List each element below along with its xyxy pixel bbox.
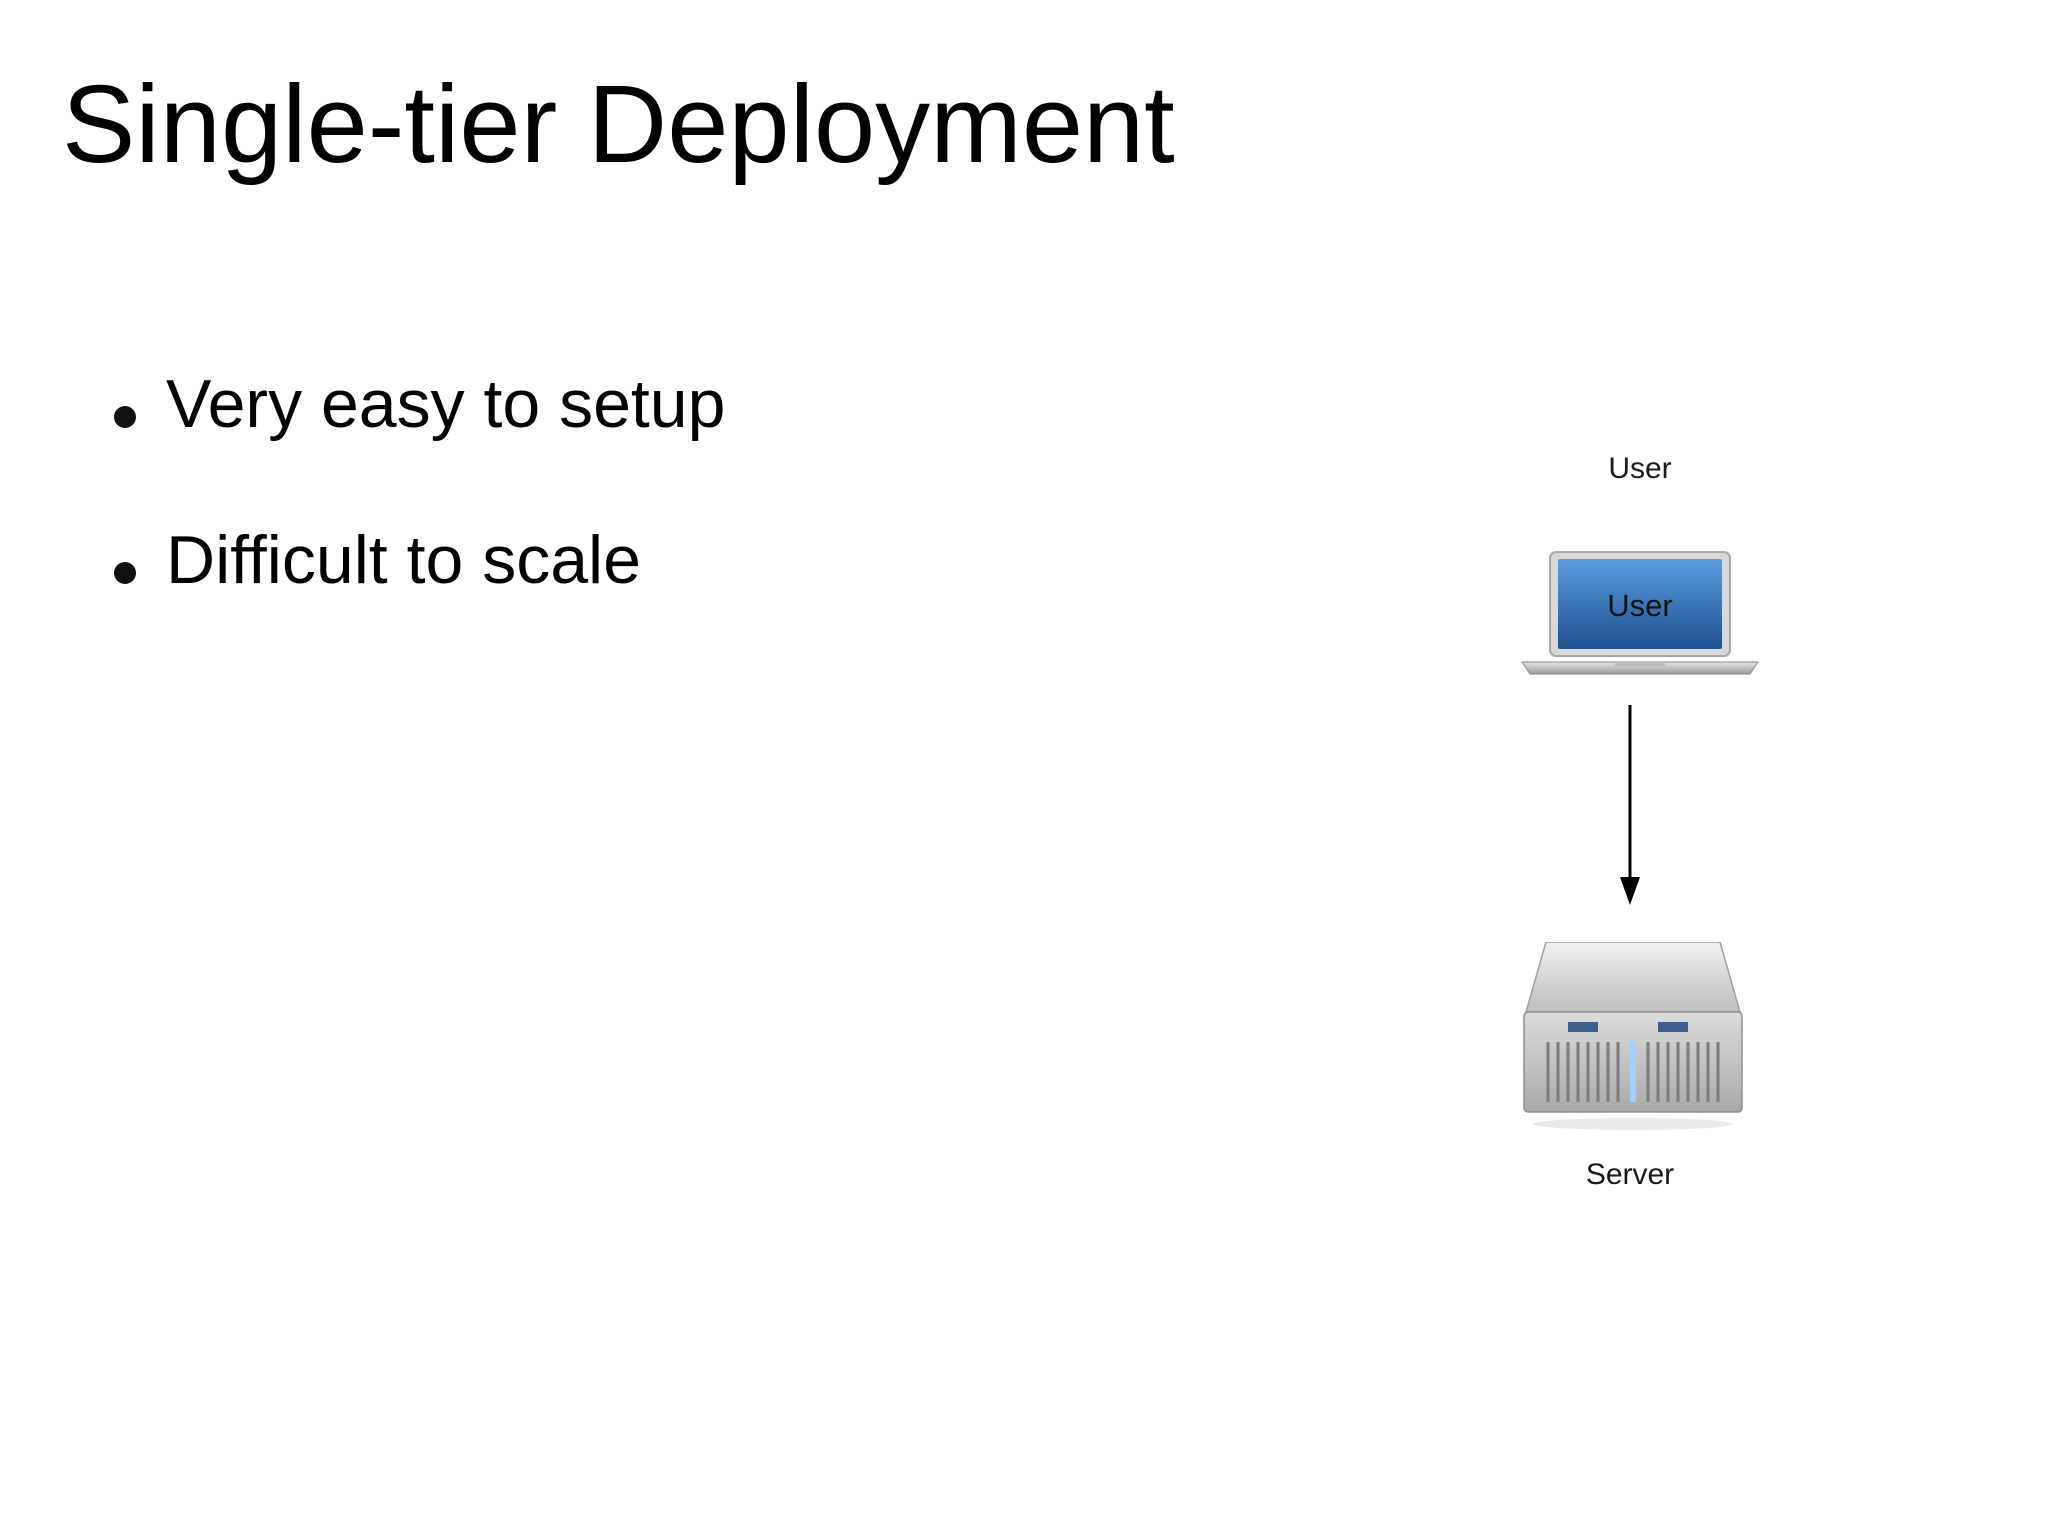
bullet-item: Difficult to scale xyxy=(110,526,725,606)
bullet-list: Very easy to setup Difficult to scale xyxy=(110,370,725,606)
server-graphic xyxy=(1523,941,1743,1130)
server-label: Server xyxy=(1585,1158,1675,1191)
user-label: User xyxy=(1608,452,1672,485)
laptop-screen-label: User xyxy=(1607,588,1673,623)
bullet-dot-icon xyxy=(114,562,136,584)
server-icon xyxy=(1518,941,1748,1132)
arrow-down-icon xyxy=(1610,705,1650,905)
deployment-diagram: User User xyxy=(1480,430,1780,1210)
slide-title: Single-tier Deployment xyxy=(62,63,1175,186)
bullet-text: Very easy to setup xyxy=(166,366,726,442)
laptop-icon: User xyxy=(1520,550,1760,680)
bullet-dot-icon xyxy=(114,406,136,428)
laptop-graphic xyxy=(1521,551,1759,675)
connector-arrow xyxy=(1620,705,1640,905)
bullet-item: Very easy to setup xyxy=(110,370,725,450)
bullet-text: Difficult to scale xyxy=(166,522,641,598)
